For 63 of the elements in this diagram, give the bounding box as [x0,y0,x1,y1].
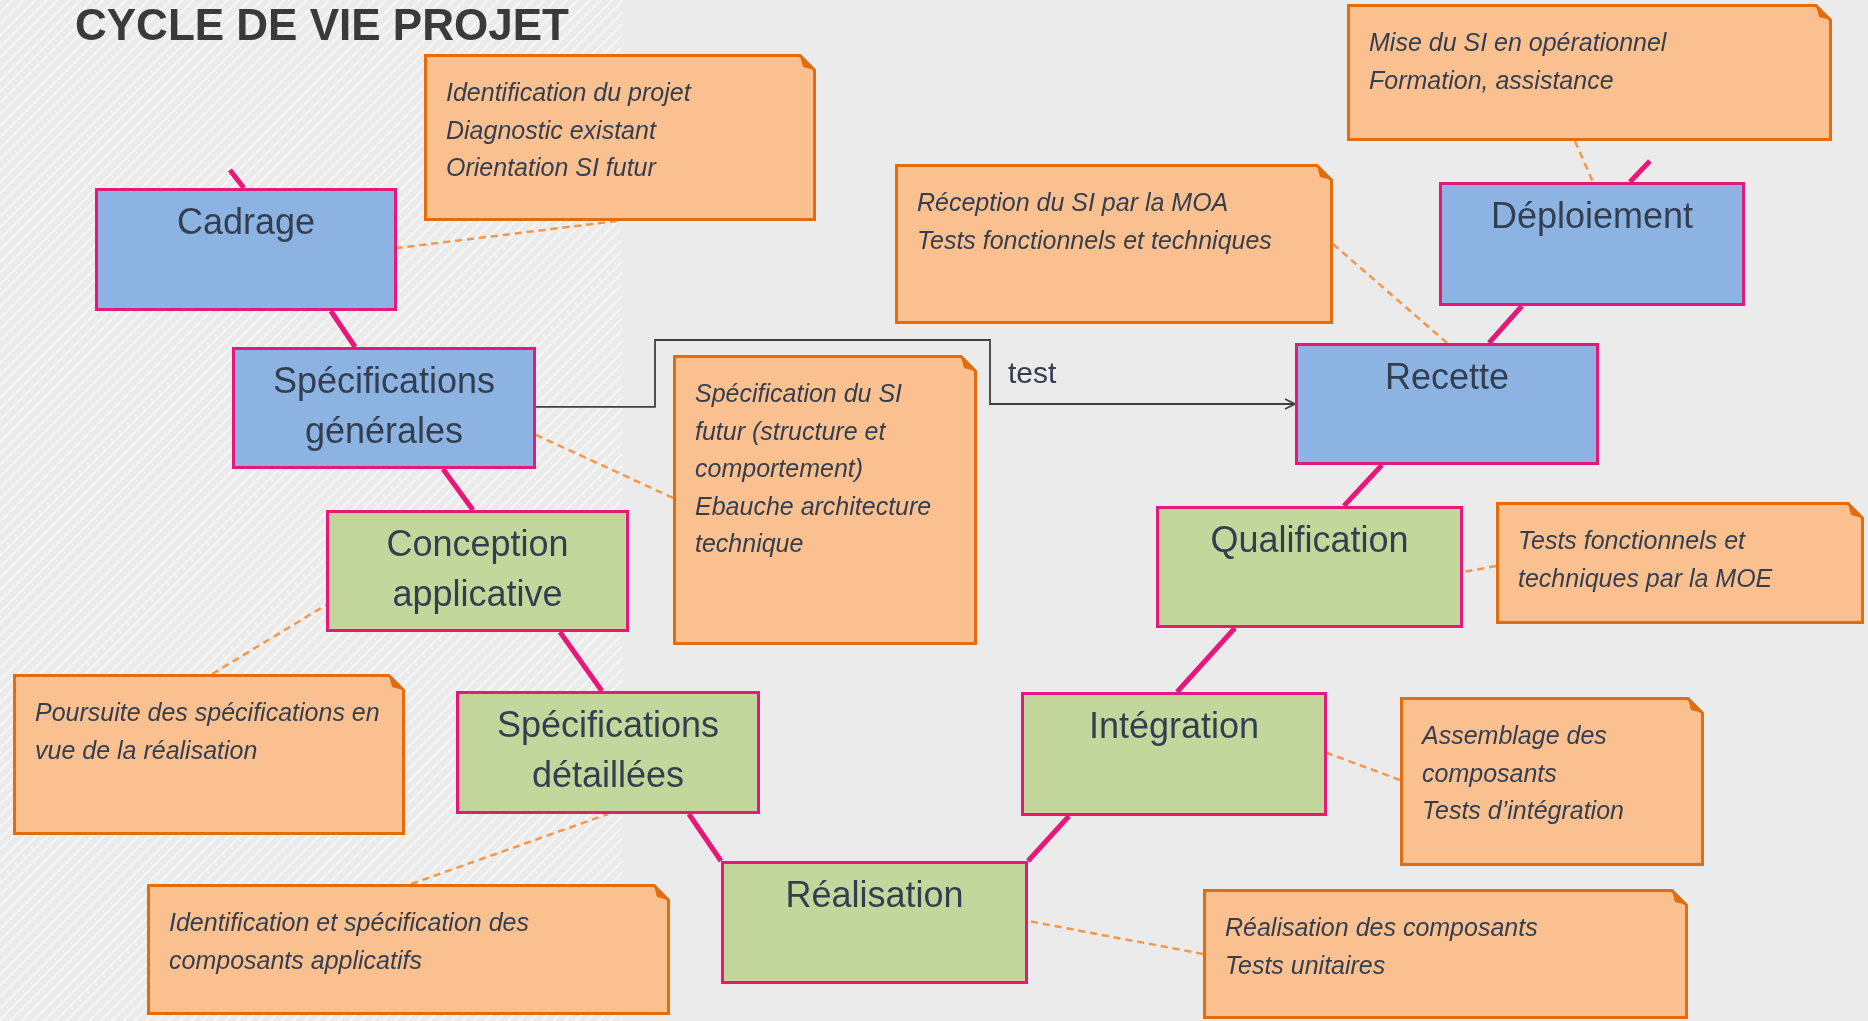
leader-line [1326,751,1401,782]
leader-line [396,219,617,250]
note-box [1400,697,1704,866]
box-label: Réalisation [784,873,965,917]
note-box [1496,502,1864,624]
connector-line [557,630,604,693]
note-box [13,674,405,835]
process-box [1021,692,1327,816]
note-box [895,164,1333,324]
note-box [1203,889,1688,1019]
connector-line [1628,159,1652,184]
note-text: Identification du projet [446,77,693,108]
leader-line [535,433,674,500]
process-box [232,347,536,469]
note-text: Tests d’intégration [1422,795,1625,826]
note-text: Mise du SI en opérationnel [1369,27,1668,58]
note-text: Spécification du SI futur (structure et comportement) [695,378,904,484]
note-text: Ebauche architecture technique [695,490,933,559]
note-box [673,355,977,645]
note-text: Réception du SI par la MOA [917,187,1230,218]
note-text: Diagnostic existant [446,114,658,146]
process-box [1156,506,1463,628]
box-label: Conception applicative [385,522,570,617]
box-label: Intégration [1087,704,1261,748]
process-box [1439,182,1745,306]
note-text: Tests fonctionnels et techniques [917,224,1273,256]
connector-line [686,812,724,863]
process-box [456,691,760,814]
note-text: Formation, assistance [1369,64,1615,96]
connector-line [328,309,358,349]
leader-line [211,603,327,676]
connector-line [227,168,246,190]
leader-line [1573,140,1595,183]
process-box [721,861,1028,984]
box-label: Déploiement [1489,194,1695,238]
leader-line [1462,564,1497,574]
box-label: Qualification [1209,518,1410,562]
process-box [326,510,629,632]
note-text: Orientation SI futur [446,152,658,183]
page-title: CYCLE DE VIE PROJET [75,0,569,50]
note-box [424,54,816,221]
note-text: Tests fonctionnels et techniques par la MOE [1518,525,1774,594]
connector-line [1342,463,1384,508]
note-text: Assemblage des composants [1422,720,1608,789]
box-label: Spécifications détaillées [495,703,721,798]
box-label: Spécifications générales [271,359,497,454]
note-text: Poursuite des spécifications en vue de la réalisation [35,697,381,766]
connector-line [1487,304,1524,345]
connector-line [1026,814,1071,863]
connector-line [440,467,475,512]
process-box [95,188,397,311]
note-box [147,884,670,1015]
connector-line [1175,626,1237,694]
note-text: Tests unitaires [1225,949,1387,981]
note-box [1347,4,1832,141]
note-text: Identification et spécification des composants applicatifs [169,907,530,976]
note-text: Réalisation des composants [1225,912,1539,943]
box-label: Cadrage [175,200,317,244]
leader-line [410,812,609,886]
box-label: Recette [1383,355,1511,399]
leader-line [1332,243,1448,344]
process-box [1295,343,1599,465]
arrow [535,339,1296,410]
